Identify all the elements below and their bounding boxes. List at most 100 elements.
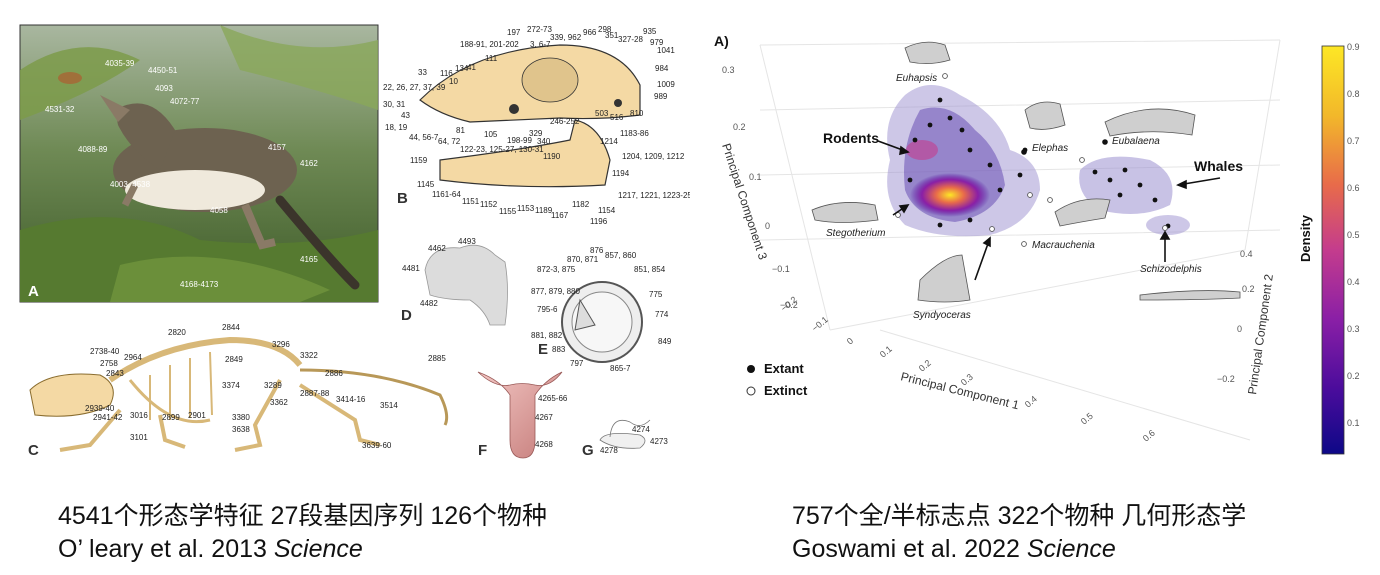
svg-text:870, 871: 870, 871 (567, 255, 599, 264)
svg-text:2901: 2901 (188, 411, 206, 420)
svg-text:116: 116 (440, 69, 453, 78)
svg-text:0.3: 0.3 (722, 65, 735, 75)
svg-text:1194: 1194 (612, 169, 630, 178)
svg-text:4267: 4267 (535, 413, 553, 422)
svg-text:0.2: 0.2 (1242, 284, 1255, 294)
svg-text:0.2: 0.2 (733, 122, 746, 132)
svg-text:4481: 4481 (402, 264, 420, 273)
svg-text:876: 876 (590, 246, 604, 255)
svg-text:3639-60: 3639-60 (362, 441, 392, 450)
svg-text:33: 33 (418, 68, 427, 77)
svg-text:2887-88: 2887-88 (300, 389, 330, 398)
svg-text:1189: 1189 (535, 206, 553, 215)
z-axis: 0.3 0.2 0.1 0 −0.1 −0.2 Principal Compon… (719, 65, 798, 310)
svg-text:1041: 1041 (657, 46, 675, 55)
svg-text:105: 105 (484, 130, 498, 139)
svg-text:4450-51: 4450-51 (148, 66, 178, 75)
svg-text:188-91, 201-202: 188-91, 201-202 (460, 40, 519, 49)
svg-text:4273: 4273 (650, 437, 668, 446)
taxon-labels: Euhapsis Elephas Eubalaena Stegotherium … (823, 73, 1243, 321)
svg-text:3016: 3016 (130, 411, 148, 420)
svg-text:197: 197 (507, 28, 521, 37)
panel-b-labels: 197 272-73 3, 6-7 339, 962 966 298 935 9… (383, 25, 692, 226)
svg-text:0.5: 0.5 (1079, 411, 1095, 427)
svg-text:1196: 1196 (590, 217, 608, 226)
svg-text:1182: 1182 (572, 200, 590, 209)
svg-text:0: 0 (845, 336, 855, 347)
svg-text:329: 329 (529, 129, 543, 138)
svg-text:−0.2: −0.2 (779, 294, 799, 313)
svg-text:4157: 4157 (268, 143, 286, 152)
svg-text:4168-4173: 4168-4173 (180, 280, 219, 289)
x-axis-title: Principal Component 1 (899, 369, 1020, 412)
svg-text:4003, 4538: 4003, 4538 (110, 180, 151, 189)
svg-text:774: 774 (655, 310, 669, 319)
svg-text:4462: 4462 (428, 244, 446, 253)
morphology-figure: 4035-39 4450-51 4093 4072-77 4531-32 408… (19, 24, 692, 459)
legend: Extant Extinct (746, 361, 808, 398)
svg-text:3296: 3296 (272, 340, 290, 349)
panel-e-ear: 876 870, 871 857, 860 872-3, 875 851, 85… (531, 246, 672, 373)
group-rodents: Rodents (823, 130, 879, 146)
svg-text:966: 966 (583, 28, 597, 37)
svg-text:3414-16: 3414-16 (336, 395, 366, 404)
svg-text:44, 56-7: 44, 56-7 (409, 133, 439, 142)
left-caption-line2: O’ leary et al. 2013 Science (58, 533, 547, 566)
svg-text:3638: 3638 (232, 425, 250, 434)
svg-text:10: 10 (449, 77, 458, 86)
svg-text:0.4: 0.4 (1023, 394, 1039, 410)
left-caption-line1: 4541个形态学特征 27段基因序列 126个物种 (58, 502, 548, 530)
svg-text:0: 0 (1237, 324, 1242, 334)
svg-text:0.2: 0.2 (1347, 371, 1360, 381)
taxon-stegotherium: Stegotherium (826, 228, 885, 239)
taxon-eubalaena: Eubalaena (1112, 136, 1160, 147)
svg-text:1217, 1221, 1223-25: 1217, 1221, 1223-25 (618, 191, 690, 200)
whale-density (1079, 156, 1190, 235)
svg-text:4268: 4268 (535, 440, 553, 449)
svg-text:851, 854: 851, 854 (634, 265, 666, 274)
svg-text:4265-66: 4265-66 (538, 394, 568, 403)
svg-text:339, 962: 339, 962 (550, 33, 582, 42)
svg-text:0.9: 0.9 (1347, 42, 1360, 52)
svg-text:18, 19: 18, 19 (385, 123, 408, 132)
taxon-macrauchenia: Macrauchenia (1032, 240, 1095, 251)
svg-text:3, 6-7: 3, 6-7 (530, 40, 551, 49)
svg-text:0.4: 0.4 (1347, 277, 1360, 287)
svg-text:503: 503 (595, 109, 609, 118)
svg-text:30, 31: 30, 31 (383, 100, 406, 109)
left-citation-journal: Science (273, 535, 363, 563)
panel-f-organ: 4265-66 4267 4268 F (477, 371, 568, 459)
panel-letter-e: E (538, 341, 548, 358)
svg-text:2964: 2964 (124, 353, 142, 362)
svg-text:246-252: 246-252 (550, 117, 580, 126)
panel-a-illustration (19, 24, 379, 303)
svg-text:198-99: 198-99 (507, 136, 532, 145)
svg-text:4278: 4278 (600, 446, 618, 455)
svg-text:298: 298 (598, 25, 612, 34)
svg-text:0.7: 0.7 (1347, 136, 1360, 146)
svg-text:134: 134 (455, 64, 469, 73)
right-citation-journal: Science (1026, 535, 1116, 563)
legend-extinct-label: Extinct (764, 383, 808, 398)
panel-g-structure: 4274 4273 4278 G (582, 419, 668, 459)
svg-text:81: 81 (456, 126, 465, 135)
svg-text:4274: 4274 (632, 425, 650, 434)
svg-text:2843: 2843 (106, 369, 124, 378)
svg-text:111: 111 (485, 54, 498, 63)
svg-text:1159: 1159 (410, 156, 428, 165)
svg-text:1009: 1009 (657, 80, 675, 89)
svg-text:3101: 3101 (130, 433, 148, 442)
svg-text:3514: 3514 (380, 401, 398, 410)
extinct-points (895, 73, 1168, 247)
svg-text:872-3, 875: 872-3, 875 (537, 265, 576, 274)
svg-text:122-23, 125-27, 130-31: 122-23, 125-27, 130-31 (460, 145, 544, 154)
svg-text:2939-40: 2939-40 (85, 404, 115, 413)
left-citation-authors: O’ leary et al. 2013 (58, 535, 267, 563)
pca-density-figure: A) (714, 33, 1360, 455)
left-figure: 4035-39 4450-51 4093 4072-77 4531-32 408… (0, 0, 692, 480)
arrows (877, 140, 1221, 281)
colorbar: 0.9 0.8 0.7 0.6 0.5 0.4 0.3 0.2 0.1 Dens… (1298, 42, 1360, 455)
svg-text:−0.2: −0.2 (1217, 374, 1235, 384)
panel-letter-f: F (478, 442, 487, 459)
specimen-silhouettes (811, 41, 1241, 303)
